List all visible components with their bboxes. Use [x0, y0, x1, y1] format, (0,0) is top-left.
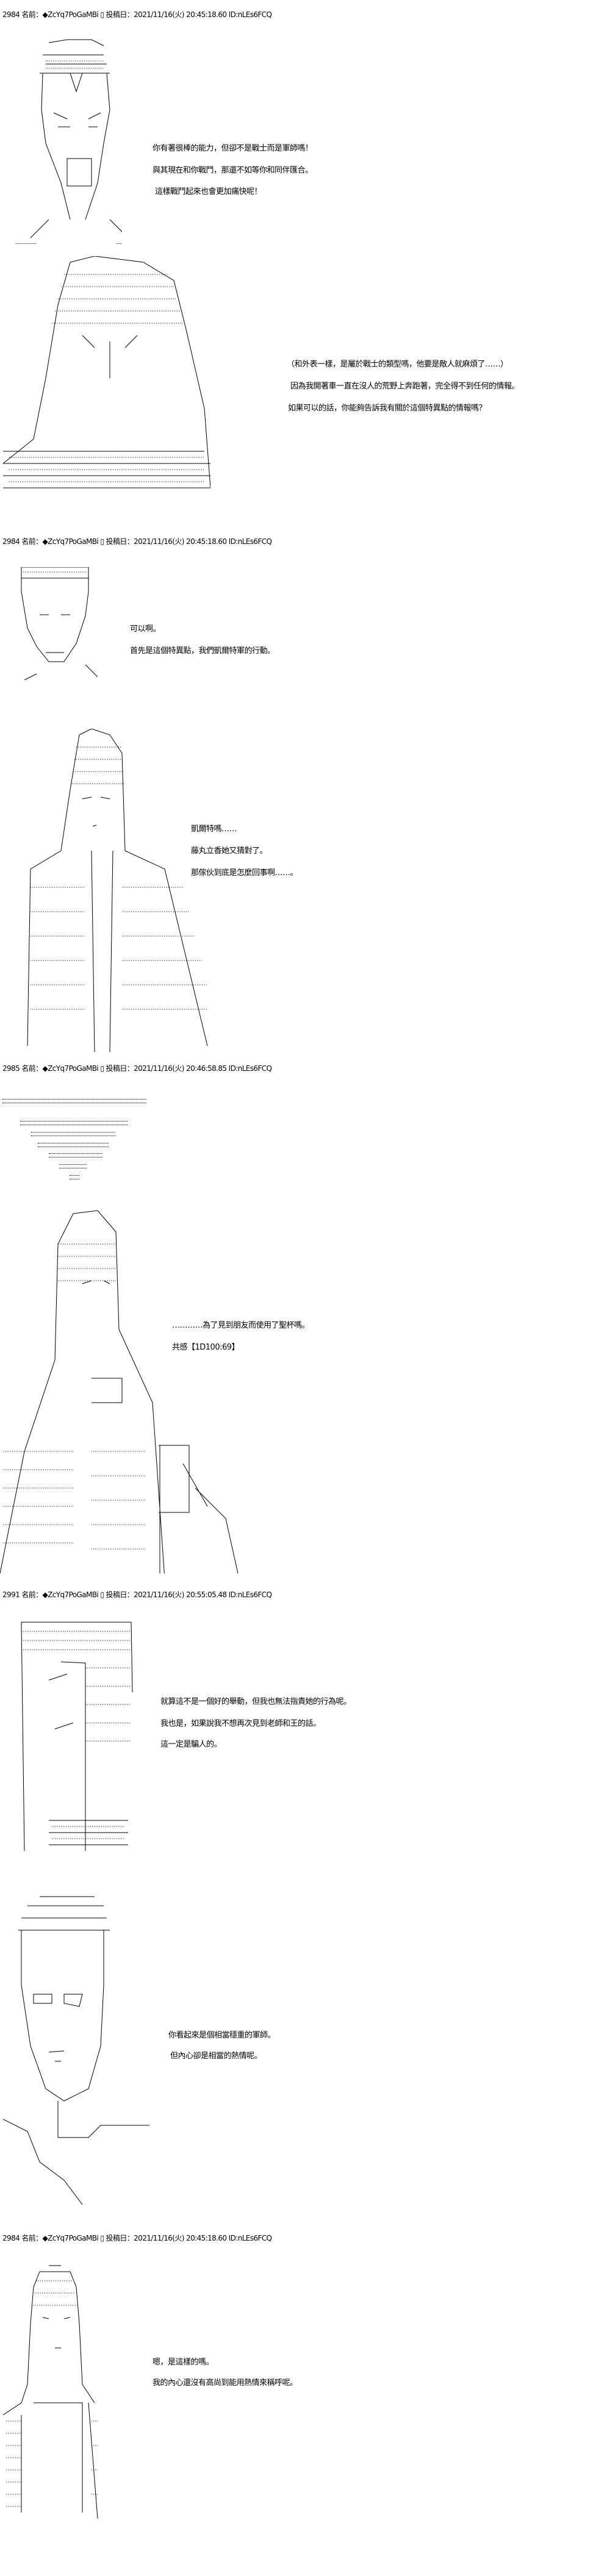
- post-header: 2984 名前：◆ZcYq7PoGaMBi ▯ 投稿日：2021/11/16(火…: [2, 2234, 272, 2242]
- post-header: 2984 名前：◆ZcYq7PoGaMBi ▯ 投稿日：2021/11/16(火…: [2, 537, 272, 546]
- post-header: 2991 名前：◆ZcYq7PoGaMBi ▯ 投稿日：2021/11/16(火…: [2, 1590, 272, 1599]
- ascii-art-caster-hooded: [3, 256, 210, 500]
- dialogue-line: 因為我開著車一直在沒人的荒野上奔跑著，完全得不到任何的情報。: [290, 382, 520, 391]
- dice-roll-result: 共感【1D100:69】: [172, 1343, 240, 1352]
- post-header: 2984 名前：◆ZcYq7PoGaMBi ▯ 投稿日：2021/11/16(火…: [2, 10, 272, 19]
- dialogue-line: 你看起來是個相當穩重的軍師。: [168, 2031, 276, 2040]
- dialogue-line: …………為了見到朋友而使用了聖杯嗎。: [172, 1321, 310, 1330]
- dialogue-line: 首先是這個特異點，我們凱爾特軍的行動。: [130, 646, 275, 656]
- dialogue-line: 那傢伙到底是怎麼回事啊……。: [191, 868, 298, 878]
- ascii-art-long-hair-woman: [24, 729, 214, 1052]
- dialogue-line: 藤丸立香她又猜對了。: [191, 846, 268, 856]
- dialogue-line: 你有著很棒的能力，但卻不是戰士而是軍師嗎！: [153, 144, 313, 153]
- dialogue-line: 如果可以的話，你能夠告訴我有關於這個特異點的情報嗎？: [288, 404, 487, 413]
- ascii-art-short-hair-girl: [3, 2263, 101, 2519]
- dialogue-line: 與其現在和你戰鬥，那還不如等你和同伴匯合。: [153, 166, 313, 175]
- ascii-art-smiling-warrior: [12, 37, 122, 244]
- ascii-art-girl-with-sword: [0, 1208, 244, 1573]
- dialogue-line: 但內心卻是相當的熱情呢。: [170, 2052, 262, 2061]
- ascii-art-girl-hair-closeup: [18, 1619, 140, 1863]
- ascii-art-bald-warrior-face: [12, 567, 104, 695]
- dialogue-line: 我也是，如果說我不想再次見到老師和王的話。: [160, 1719, 321, 1728]
- post-header: 2985 名前：◆ZcYq7PoGaMBi ▯ 投稿日：2021/11/16(火…: [2, 1064, 272, 1073]
- dialogue-line: 凱爾特嗎……: [191, 825, 237, 834]
- dialogue-line: 嗯，是這樣的嗎。: [153, 2358, 214, 2367]
- dialogue-line: （和外表一樣，是屬於戰士的類型嗎，他要是敵人就麻煩了……）: [287, 360, 508, 369]
- dialogue-line: 可以啊。: [130, 624, 161, 634]
- dialogue-line: 就算這不是一個好的舉動，但我也無法指責她的行為呢。: [160, 1697, 351, 1706]
- dialogue-line: 我的內心還沒有高尚到能用熱情來稱呼呢。: [153, 2378, 298, 2388]
- dialogue-line: 這樣戰鬥起來也會更加痛快呢！: [155, 187, 262, 196]
- ascii-art-warrior-sunglasses: [3, 1894, 156, 2211]
- dialogue-line: 這一定是騙人的。: [160, 1740, 222, 1749]
